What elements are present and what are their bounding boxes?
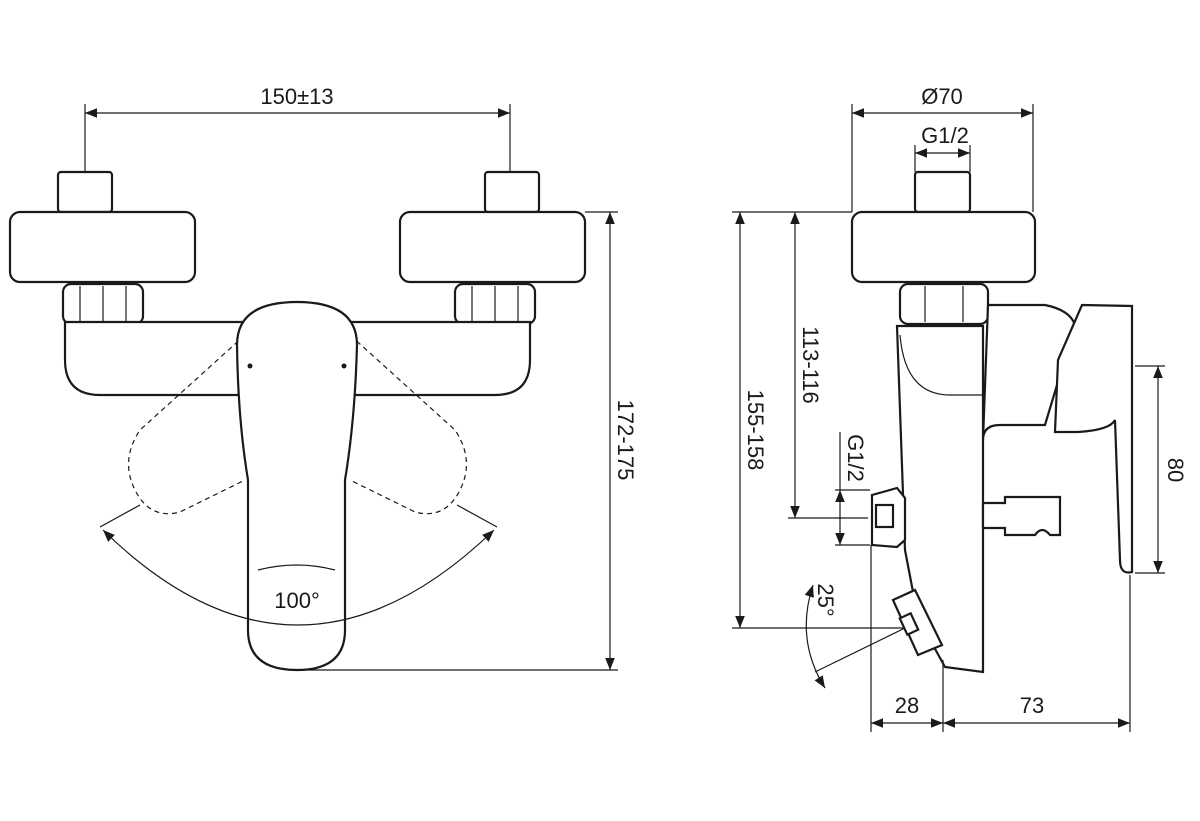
lever-right-position xyxy=(349,334,468,515)
connection-height-label: 113-116 xyxy=(798,326,823,403)
dimension-lever-height: 80 xyxy=(1135,365,1188,574)
dimension-inlet-spacing: 150±13 xyxy=(84,84,511,172)
dimension-lever-angle xyxy=(102,529,495,626)
body-depth-label: 73 xyxy=(1020,693,1044,718)
height-label: 172-175 xyxy=(613,400,638,481)
lever-left-position xyxy=(127,334,246,515)
outlet-depth-label: 28 xyxy=(895,693,919,718)
aerator xyxy=(891,588,944,657)
outlet-thread-label: G1/2 xyxy=(843,434,868,482)
dimension-height: 172-175 xyxy=(300,211,638,671)
inlet-spacing-label: 150±13 xyxy=(260,84,333,109)
shower-holder xyxy=(981,495,1062,537)
side-view: Ø70 G1/2 155-158 113-116 G1/2 80 25° xyxy=(732,84,1188,732)
dimension-outlet-thread: G1/2 xyxy=(835,432,870,546)
outlet-height-label: 155-158 xyxy=(743,390,768,471)
tilt-angle-label: 25° xyxy=(813,583,838,616)
lever-handle xyxy=(235,300,359,672)
lever-angle-label: 100° xyxy=(274,588,320,613)
side-lever-handle xyxy=(1053,303,1134,574)
side-lever-base xyxy=(981,303,1077,441)
front-view: 150±13 100° 172-175 xyxy=(8,84,638,672)
left-inlet xyxy=(8,170,197,326)
right-inlet xyxy=(398,170,587,326)
side-body xyxy=(895,324,985,674)
inlet-thread-label: G1/2 xyxy=(921,123,969,148)
dimension-tilt-angle: 25° xyxy=(804,583,906,689)
lever-height-label: 80 xyxy=(1163,458,1188,482)
dimension-connection-height: 113-116 xyxy=(788,212,868,519)
escutcheon-diameter-label: Ø70 xyxy=(921,84,963,109)
dimension-depths: 28 73 xyxy=(870,545,1131,732)
